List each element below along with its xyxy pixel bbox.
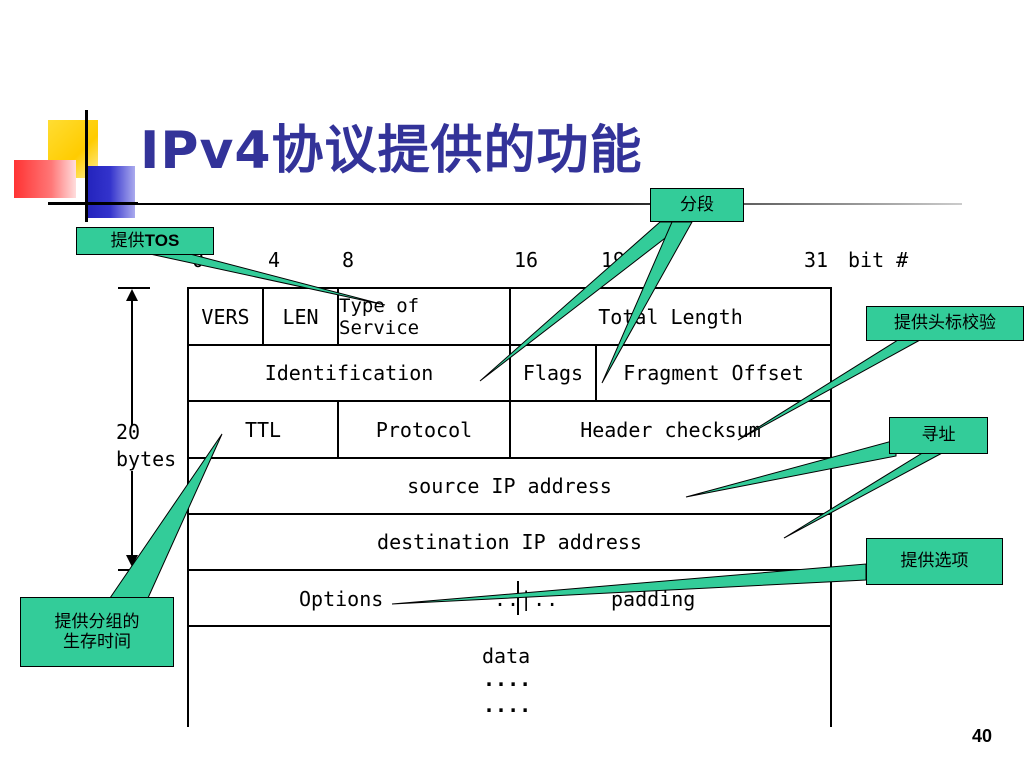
page-number: 40 xyxy=(971,726,992,746)
field-total-length: Total Length xyxy=(598,304,743,329)
bit-label-31: 31 xyxy=(804,248,829,272)
ipv4-header-table: VERS LEN Type of Service Total Length Id… xyxy=(187,287,832,727)
bit-label-16: 16 xyxy=(514,248,539,272)
tos-pointer xyxy=(149,253,386,306)
bracket-vertical-line xyxy=(131,299,133,425)
field-fragment-offset: Fragment Offset xyxy=(623,361,804,385)
size-label-unit: bytes xyxy=(116,447,177,471)
callout-addressing: 寻址 xyxy=(889,417,988,454)
slide-title: IPv4协议提供的功能 xyxy=(140,121,643,181)
callout-ttl: 提供分组的 生存时间 xyxy=(20,597,174,667)
field-ttl: TTL xyxy=(244,417,282,442)
table-line xyxy=(187,569,832,571)
segment-pointer-b xyxy=(601,221,693,384)
red-square-icon xyxy=(14,160,76,198)
table-line xyxy=(595,344,597,401)
field-data-dots-1: .... xyxy=(483,667,532,691)
bit-unit-label: bit # xyxy=(848,248,909,272)
field-source-ip: source IP address xyxy=(407,474,612,498)
decorative-logo xyxy=(0,110,140,230)
field-flags: Flags xyxy=(522,361,584,385)
table-line xyxy=(187,457,832,459)
field-vers: VERS xyxy=(201,304,250,329)
table-line xyxy=(509,400,511,458)
table-line xyxy=(509,344,511,401)
field-header-checksum: Header checksum xyxy=(580,417,761,442)
bracket-top-line xyxy=(118,287,150,289)
field-len: LEN xyxy=(282,304,319,329)
title-divider xyxy=(62,203,962,205)
table-line xyxy=(187,625,832,627)
table-line xyxy=(337,287,339,345)
size-label-number: 20 xyxy=(116,420,141,444)
callout-header-checksum: 提供头标校验 xyxy=(866,306,1024,341)
arrow-up-icon xyxy=(126,289,138,301)
field-identification: Identification xyxy=(264,361,434,385)
bit-label-4: 4 xyxy=(268,248,281,272)
ttl-pointer xyxy=(109,433,223,599)
options-pointer xyxy=(391,563,867,605)
callout-segment: 分段 xyxy=(650,188,744,222)
callout-tos-suffix: TOS xyxy=(144,230,180,250)
field-options: Options xyxy=(299,587,384,611)
table-line xyxy=(830,287,832,727)
segment-pointer-a xyxy=(479,221,688,382)
callout-options: 提供选项 xyxy=(866,538,1003,585)
field-type-of-service: Type of Service xyxy=(339,294,420,339)
callout-ttl-line2: 生存时间 xyxy=(63,632,131,652)
field-protocol: Protocol xyxy=(375,417,473,442)
vertical-line-icon xyxy=(85,110,88,222)
table-line xyxy=(337,400,339,458)
bracket-vertical-line-lower xyxy=(131,471,133,557)
callout-ttl-line1: 提供分组的 xyxy=(54,611,140,632)
callout-tos-prefix: 提供 xyxy=(110,230,145,251)
table-line xyxy=(509,287,511,345)
table-line xyxy=(262,287,264,345)
bit-label-8: 8 xyxy=(342,248,355,272)
field-destination-ip: destination IP address xyxy=(377,530,642,554)
table-line xyxy=(187,513,832,515)
field-data: data xyxy=(482,644,531,668)
field-data-dots-2: .... xyxy=(483,693,532,717)
blue-square-icon xyxy=(85,166,135,218)
